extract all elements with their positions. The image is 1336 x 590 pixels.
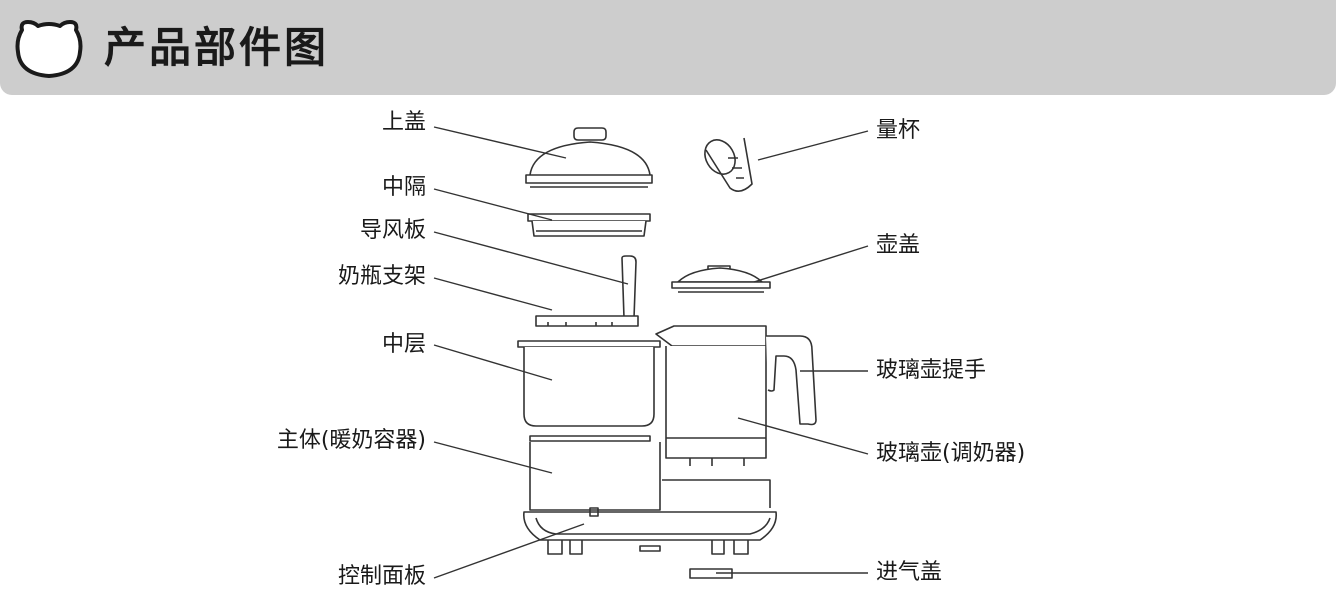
label-middle-divider: 中隔 xyxy=(381,175,426,200)
label-top-lid: 上盖 xyxy=(381,110,426,135)
label-kettle-lid: 壶盖 xyxy=(876,233,921,258)
page-title: 产品部件图 xyxy=(104,23,330,72)
top-lid-drawing xyxy=(525,127,653,188)
label-main-body: 主体(暖奶容器) xyxy=(276,428,426,453)
main-body-drawing xyxy=(523,435,777,555)
measuring-cup-drawing xyxy=(704,137,753,192)
label-middle-layer: 中层 xyxy=(381,332,426,357)
kettle-lid-drawing xyxy=(671,265,771,293)
label-glass-kettle-handle: 玻璃壶提手 xyxy=(876,358,987,383)
middle-layer-drawing xyxy=(517,340,661,427)
middle-divider-drawing xyxy=(527,213,651,237)
bear-face-icon xyxy=(15,20,83,78)
label-air-guide-plate: 导风板 xyxy=(359,218,426,243)
label-bottle-rack: 奶瓶支架 xyxy=(337,264,426,289)
glass-kettle-drawing xyxy=(655,325,817,466)
label-control-panel: 控制面板 xyxy=(337,564,426,589)
bottle-rack-drawing xyxy=(535,255,639,327)
label-glass-kettle: 玻璃壶(调奶器) xyxy=(876,441,1026,466)
leader-lines xyxy=(433,126,869,579)
label-air-inlet-cover: 进气盖 xyxy=(876,560,943,585)
label-measuring-cup: 量杯 xyxy=(876,118,921,143)
header-bar: 产品部件图 xyxy=(0,0,1336,95)
